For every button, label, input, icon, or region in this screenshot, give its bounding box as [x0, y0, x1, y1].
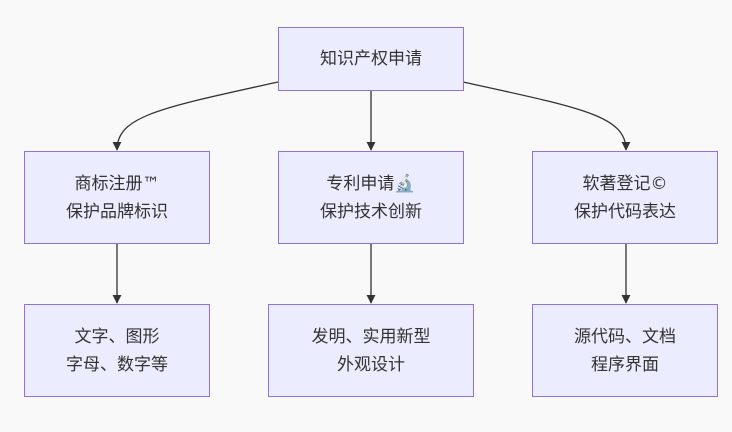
node-trademark-title: 商标注册™: [74, 173, 160, 194]
node-trademark-subtitle: 保护品牌标识: [66, 201, 168, 222]
node-trademark[interactable]: 商标注册™ 保护品牌标识: [24, 151, 210, 244]
node-patent-title: 专利申请🔬: [326, 173, 416, 194]
edge-root-to-software: [462, 81, 631, 151]
node-software-detail[interactable]: 源代码、文档 程序界面: [532, 304, 718, 397]
node-patent-subtitle: 保护技术创新: [320, 201, 422, 222]
node-trademark-detail-line1: 文字、图形: [74, 326, 160, 347]
node-trademark-detail[interactable]: 文字、图形 字母、数字等: [24, 304, 210, 397]
node-software[interactable]: 软著登记© 保护代码表达: [532, 151, 718, 244]
node-root[interactable]: 知识产权申请: [278, 27, 464, 91]
node-software-detail-line2: 程序界面: [591, 354, 659, 375]
node-software-title: 软著登记©: [582, 173, 668, 194]
node-patent-detail-line2: 外观设计: [337, 354, 405, 375]
node-trademark-detail-line2: 字母、数字等: [66, 354, 168, 375]
node-software-detail-line1: 源代码、文档: [574, 326, 676, 347]
node-patent[interactable]: 专利申请🔬 保护技术创新: [278, 151, 464, 244]
node-software-subtitle: 保护代码表达: [574, 201, 676, 222]
edge-root-to-trademark: [112, 81, 279, 151]
node-patent-detail[interactable]: 发明、实用新型 外观设计: [268, 304, 474, 397]
node-patent-detail-line1: 发明、实用新型: [311, 326, 431, 347]
node-root-label: 知识产权申请: [320, 49, 422, 69]
